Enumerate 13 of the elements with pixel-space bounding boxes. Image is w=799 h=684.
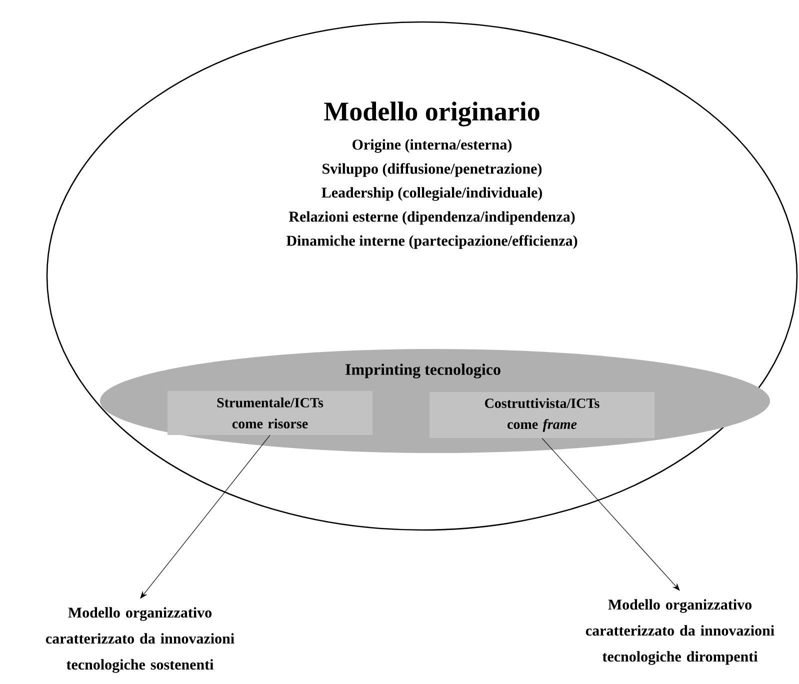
text-line: Leadership (collegiale/individuale) [322,187,542,201]
text-line: Dinamiche interne (partecipazione/efficienza) [286,235,578,249]
arrow [542,438,680,591]
text-line: Relazioni esterne (dipendenza/indipendenza) [288,211,575,225]
heading: Imprinting tecnologico [346,364,500,378]
text-line: Sviluppo (diffusione/penetrazione) [322,163,542,177]
text-line: Origine (interna/esterna) [352,139,512,153]
label-box: Costruttivista/ICTs come frame [430,392,654,438]
arrow [140,434,270,599]
label-box: Strumentale/ICTs come risorse [168,391,372,435]
outcome-text: Modello organizzativo caratterizzato da innovazioni tecnologiche dirompenti [586,599,774,665]
heading: Modello originario [324,102,540,126]
outcome-text: Modello organizzativo caratterizzato da innovazioni tecnologiche sostenenti [46,607,234,673]
